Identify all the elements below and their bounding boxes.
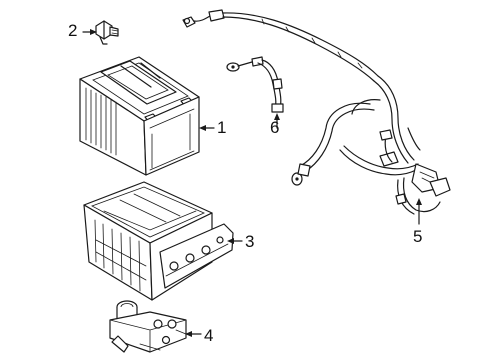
- ground-cable-part: [226, 56, 284, 113]
- callout-2: 2: [68, 21, 78, 40]
- battery-part: [79, 56, 200, 176]
- callout-5: 5: [413, 227, 423, 246]
- callout-6: 6: [270, 118, 280, 137]
- sensor-part: [95, 20, 119, 45]
- leader-line-6: [274, 113, 280, 129]
- battery-tray-part: [83, 181, 234, 301]
- callout-4: 4: [204, 326, 214, 345]
- cable-harness-part: [182, 9, 451, 215]
- callout-1: 1: [217, 118, 227, 137]
- callout-3: 3: [245, 232, 255, 251]
- leader-line-5: [416, 198, 422, 225]
- leader-line-2: [82, 29, 97, 35]
- fuse-block-part: [109, 300, 187, 353]
- leader-line-1: [199, 125, 215, 131]
- leader-line-4: [185, 331, 202, 337]
- leader-line-3: [227, 238, 243, 244]
